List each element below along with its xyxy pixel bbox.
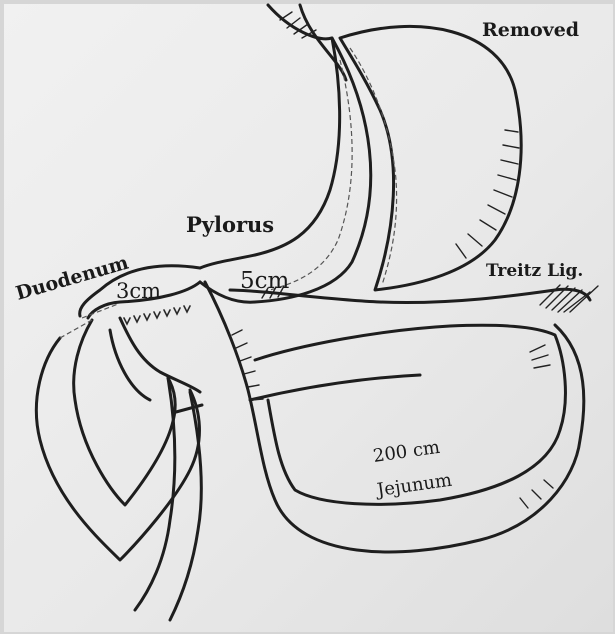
removed-stomach xyxy=(340,26,521,290)
label-duodenum-length: 3cm xyxy=(116,279,161,303)
label-treitz: Treitz Lig. xyxy=(486,261,583,281)
sleeve-stomach xyxy=(200,5,371,302)
label-pylorus: Pylorus xyxy=(186,212,274,237)
label-duodenum: Duodenum xyxy=(13,252,131,305)
alimentary-limb xyxy=(205,282,590,552)
label-removed: Removed xyxy=(482,19,579,41)
sleeve-shading xyxy=(262,12,316,298)
removed-stomach-shading xyxy=(456,130,519,258)
label-pylorus-length: 5cm xyxy=(240,268,290,294)
staple-line xyxy=(124,306,190,324)
label-jejunum-length: 200 cm xyxy=(372,437,442,467)
label-jejunum: Jejunum xyxy=(374,470,453,502)
lower-limb xyxy=(135,378,202,620)
